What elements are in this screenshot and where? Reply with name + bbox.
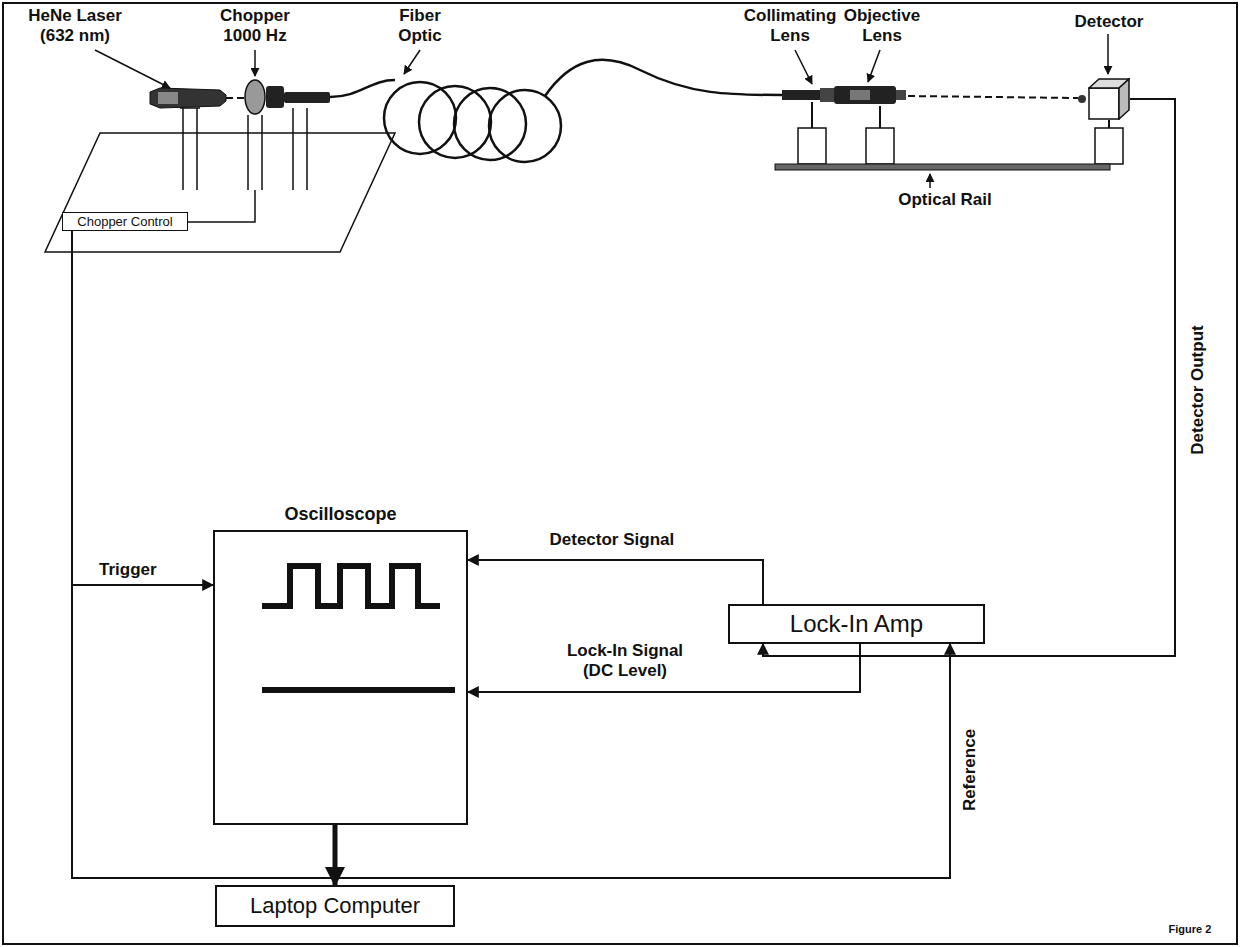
part-label: Optical Rail [885,190,1005,210]
signal-label: Detector Output [1187,322,1207,457]
box-label: Laptop Computer [227,893,443,919]
fiber-coupler [266,86,330,190]
dc-level-trace [262,687,455,693]
cube-outline [1088,78,1130,120]
signal-connector [72,231,950,878]
signal-label: Reference [960,726,980,814]
signal-connector [763,99,1175,656]
part-label: Figure 2 [1150,922,1230,936]
instrument-heading: Oscilloscope [284,504,396,525]
instrument-heading: Detector [1075,12,1144,32]
part-label: Fiber Optic [385,6,455,46]
output-beam [908,96,1078,98]
signal-label: Trigger [96,560,160,580]
part-label: Chopper 1000 Hz [210,6,300,46]
optical-table [45,133,395,252]
laser-symbol [150,88,226,190]
chopper-wheel [245,80,265,190]
signal-connector [468,560,763,604]
part-label: Objective Lens [837,6,927,46]
signal-label: Detector Signal [547,530,678,550]
signal-connector [333,825,338,885]
figure-border [3,3,1237,944]
lens-assembly [782,86,906,164]
box-label: Lock-In Amp [740,610,973,638]
part-label: HeNe Laser (632 nm) [15,6,135,46]
instrument-box: Lock-In Amp [728,604,985,644]
part-label: Collimating Lens [735,6,845,46]
square-wave-trace [262,566,440,606]
instrument-box: Oscilloscope [213,530,468,825]
signal-label: Lock-In Signal (DC Level) [547,641,703,681]
instrument-box: Laptop Computer [215,885,455,927]
leader-lines [95,34,1108,188]
signal-connector [72,231,213,585]
box-label: Chopper Control [69,214,181,229]
fiber-cable [330,60,782,162]
optical-rail [775,164,1110,170]
chopper-wire [188,190,255,222]
detector-cube: Detector [1088,78,1130,120]
instrument-box: Chopper Control [62,212,188,231]
